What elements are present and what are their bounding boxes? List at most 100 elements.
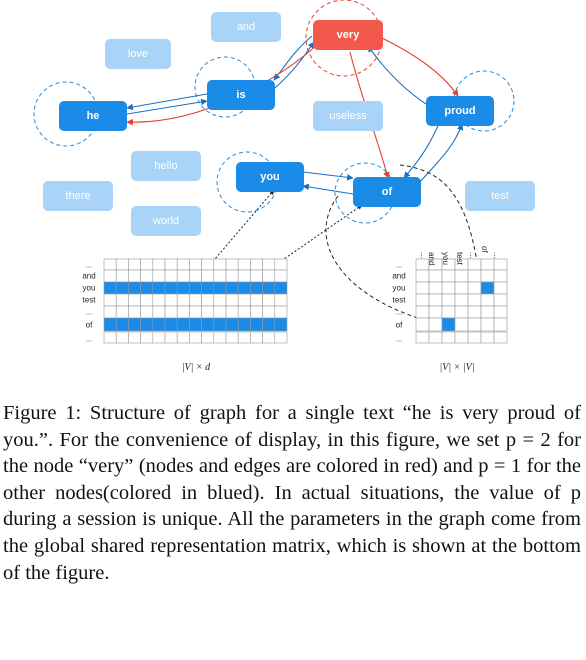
matrix-cell-highlighted: [140, 281, 154, 295]
matrix-cell: [164, 258, 178, 271]
lookup-arrows: [190, 164, 483, 327]
edge-very-proud: [381, 37, 459, 97]
matrix-cell: [441, 269, 456, 283]
matrix-cell: [237, 305, 251, 319]
matrix-cell-highlighted: [262, 317, 276, 332]
matrix-cell: [454, 317, 469, 332]
matrix-cell-highlighted: [115, 281, 129, 295]
node-of-label: of: [382, 186, 393, 198]
matrix-cell: [441, 293, 456, 307]
matrix-cell: [103, 269, 117, 283]
matrix-cell: [250, 269, 263, 283]
matrix-cell: [103, 258, 117, 271]
matrix-cell: [274, 293, 288, 307]
matrix-cell: [454, 269, 469, 283]
right-row-label: you: [393, 284, 406, 293]
node-you-label: you: [260, 171, 280, 183]
edge-is-very: [274, 41, 315, 89]
matrix-cell: [115, 293, 129, 307]
matrix-cell: [213, 258, 227, 271]
edge-of-proud: [417, 123, 464, 185]
matrix-cell-highlighted: [274, 281, 288, 295]
matrix-cell-highlighted: [176, 317, 190, 332]
adjacency-matrix: ... and you test ... of ... ... and you …: [392, 246, 508, 373]
matrix-cell: [415, 305, 430, 319]
matrix-cell-highlighted: [201, 281, 215, 295]
matrix-cell: [467, 317, 482, 332]
matrix-cell: [250, 293, 263, 307]
matrix-cell: [128, 305, 141, 319]
matrix-cell: [441, 281, 456, 295]
matrix-cell: [480, 331, 495, 344]
node-test: test: [465, 181, 535, 211]
matrix-cell: [140, 269, 154, 283]
matrix-cell: [454, 293, 469, 307]
right-col-label: test: [455, 252, 464, 266]
matrix-cell: [176, 305, 190, 319]
edge-he-is: [126, 98, 208, 115]
node-useless: useless: [313, 101, 383, 131]
matrix-cell: [493, 317, 508, 332]
matrix-cell-highlighted: [176, 281, 190, 295]
matrix-cell: [213, 269, 227, 283]
matrix-cell: [103, 293, 117, 307]
matrix-cell-highlighted: [225, 281, 239, 295]
right-row-label: ...: [396, 261, 403, 270]
matrix-cell: [415, 293, 430, 307]
matrix-cell: [225, 269, 239, 283]
left-row-label: you: [83, 284, 96, 293]
matrix-cell-highlighted: [164, 281, 178, 295]
node-is: is: [207, 80, 275, 110]
matrix-cell: [467, 281, 482, 295]
matrix-cell: [237, 331, 251, 344]
node-love: love: [105, 39, 171, 69]
matrix-cell: [274, 269, 288, 283]
matrix-cell-highlighted: [189, 317, 202, 332]
matrix-cell: [152, 331, 166, 344]
matrix-cell-highlighted: [250, 317, 263, 332]
matrix-cell-highlighted: [201, 317, 215, 332]
node-very: very: [313, 20, 383, 50]
matrix-cell: [428, 269, 443, 283]
matrix-cell-highlighted: [441, 317, 456, 332]
matrix-cell-highlighted: [213, 281, 227, 295]
matrix-cell: [274, 258, 288, 271]
matrix-cell-highlighted: [480, 281, 495, 295]
matrix-cell: [467, 305, 482, 319]
matrix-cell: [140, 293, 154, 307]
matrix-cell-highlighted: [103, 281, 117, 295]
matrix-cell-highlighted: [152, 281, 166, 295]
matrix-cell-highlighted: [128, 317, 141, 332]
matrix-cell: [176, 293, 190, 307]
left-row-label: ...: [86, 335, 93, 344]
embedding-matrix: ... and you test ... of ... |V| × d: [82, 258, 288, 373]
node-world: world: [131, 206, 201, 236]
right-col-label: of: [480, 246, 489, 253]
node-there-label: there: [65, 190, 90, 202]
matrix-cell: [176, 331, 190, 344]
matrix-cell: [225, 305, 239, 319]
edge-very-is: [273, 35, 313, 81]
matrix-cell: [250, 305, 263, 319]
matrix-cell: [428, 331, 443, 344]
left-row-label: of: [86, 321, 93, 330]
matrix-cell: [480, 317, 495, 332]
matrix-cell: [493, 281, 508, 295]
left-row-label: ...: [86, 308, 93, 317]
matrix-cell: [152, 258, 166, 271]
node-world-label: world: [152, 215, 179, 227]
right-col-label: you: [441, 252, 450, 265]
right-row-label: and: [392, 272, 405, 281]
matrix-cell: [415, 331, 430, 344]
matrix-cell: [164, 269, 178, 283]
edge-you-of: [302, 171, 354, 181]
node-is-label: is: [236, 89, 245, 101]
matrix-cell-highlighted: [128, 281, 141, 295]
matrix-cell-highlighted: [237, 317, 251, 332]
adjacency-matrix-dimension: |V| × |V|: [440, 362, 475, 373]
matrix-cell: [428, 317, 443, 332]
matrix-cell: [115, 331, 129, 344]
self-loop-circles: [33, 0, 515, 224]
matrix-cell: [467, 293, 482, 307]
edge-of-you: [302, 183, 354, 195]
